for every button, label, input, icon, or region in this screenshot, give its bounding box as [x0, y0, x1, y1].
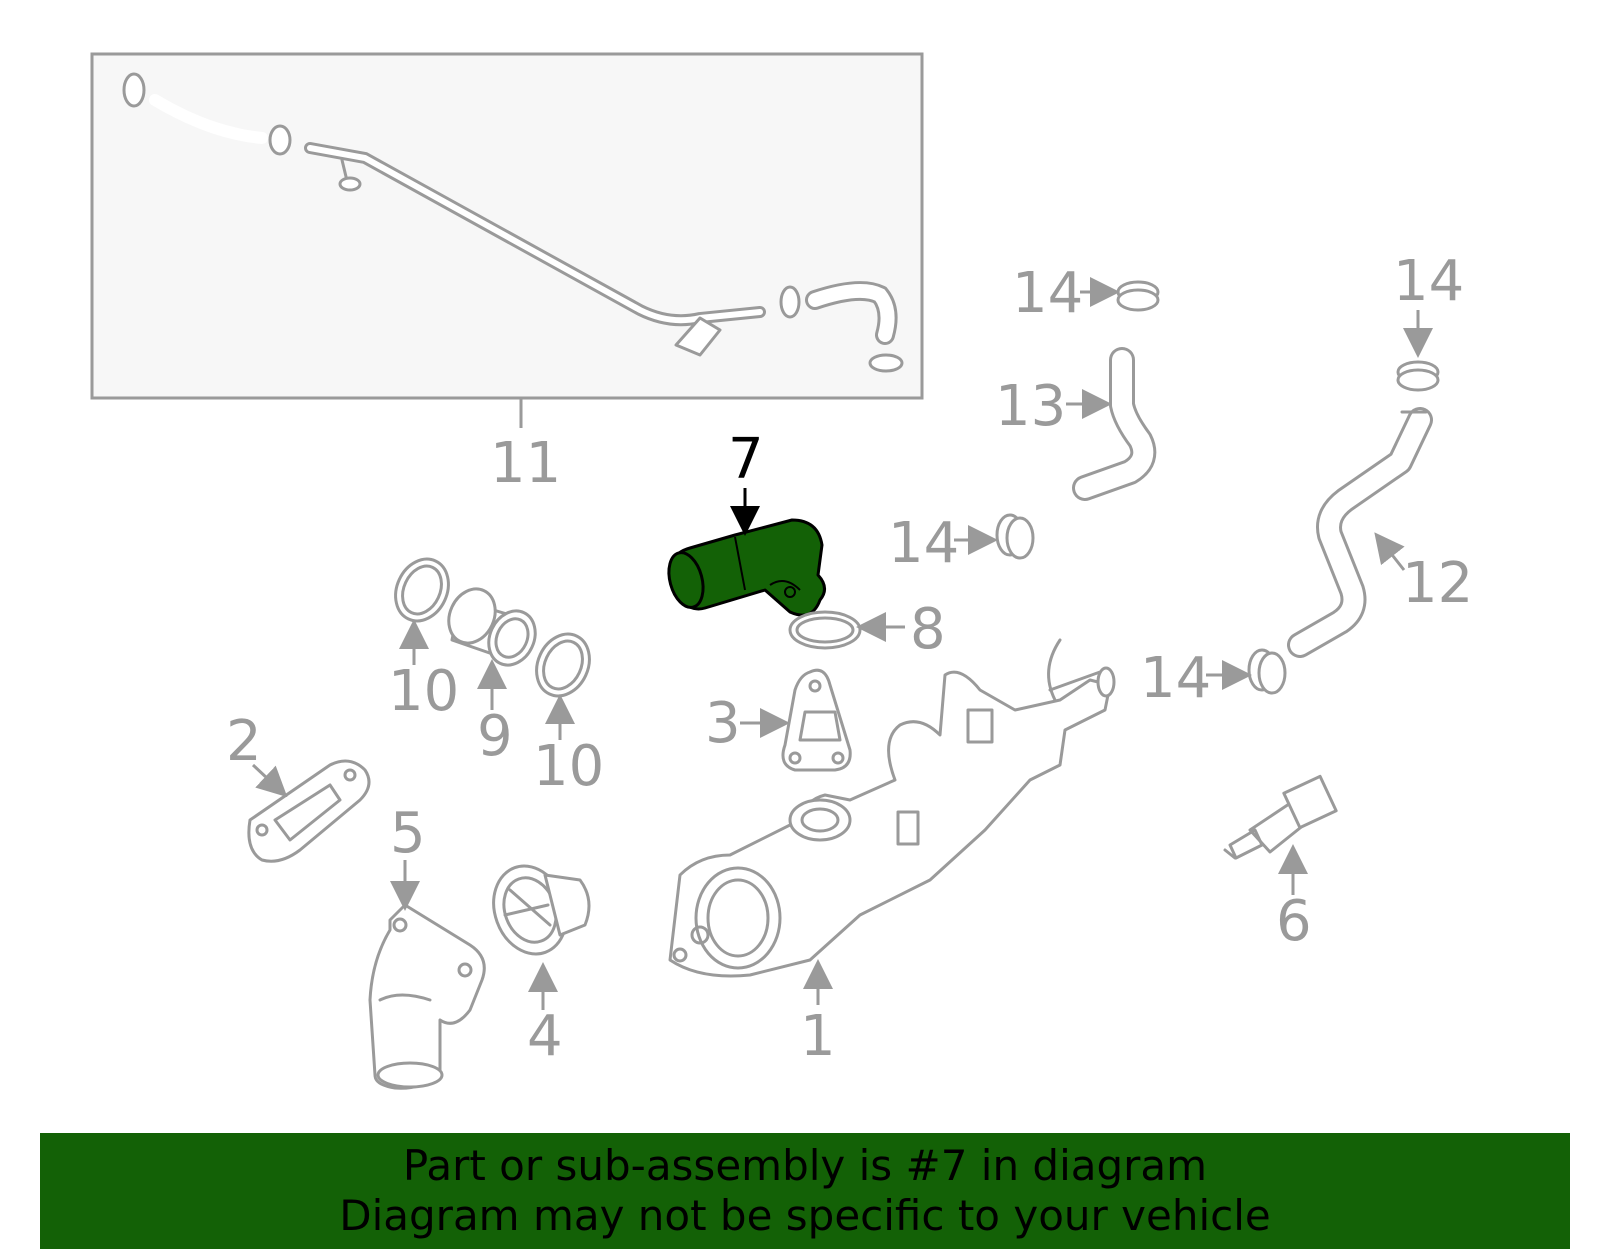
banner-line-part: Part or sub-assembly is #7 in diagram — [402, 1141, 1208, 1190]
part-14-clamp-middle — [995, 513, 1035, 560]
part-14-clamp-top-left — [1116, 280, 1160, 312]
callout-4: 4 — [527, 1004, 563, 1069]
part-13-elbow-hose — [1072, 347, 1157, 501]
part-10-o-ring-left — [394, 557, 450, 623]
callout-9: 9 — [477, 704, 513, 769]
callout-13: 13 — [995, 374, 1066, 439]
part-10-o-ring-right — [535, 632, 591, 698]
info-banner: Part or sub-assembly is #7 in diagram Di… — [40, 1133, 1570, 1249]
part-7-water-outlet-highlighted[interactable] — [663, 518, 826, 617]
part-4-thermostat — [492, 864, 591, 956]
callout-1: 1 — [800, 1004, 836, 1069]
callout-7[interactable]: 7 — [728, 427, 764, 492]
callout-14-top-left: 14 — [1012, 261, 1083, 326]
callout-14-top-right: 14 — [1393, 249, 1464, 314]
part-3-gasket — [781, 668, 852, 772]
part-1-water-housing — [668, 638, 1116, 978]
part-11-pipe-assembly — [90, 52, 924, 400]
callout-14-middle: 14 — [888, 511, 959, 576]
part-14-clamp-top-right — [1396, 360, 1440, 392]
callout-8: 8 — [910, 597, 946, 662]
part-12-hose-pipe — [1287, 407, 1433, 658]
callout-2: 2 — [226, 709, 262, 774]
callout-6: 6 — [1276, 889, 1312, 954]
callout-3: 3 — [705, 691, 741, 756]
part-5-thermostat-housing — [368, 903, 486, 1090]
callout-5: 5 — [390, 801, 426, 866]
callout-10-right: 10 — [533, 734, 604, 799]
part-8-gasket — [788, 610, 862, 650]
part-6-temperature-sensor — [1223, 774, 1338, 860]
part-14-clamp-lower — [1247, 648, 1287, 695]
part-2-gasket — [247, 759, 371, 863]
callout-12: 12 — [1402, 551, 1473, 616]
banner-line-disclaimer: Diagram may not be specific to your vehi… — [339, 1191, 1271, 1240]
callout-10-left: 10 — [388, 659, 459, 724]
part-9-connector-pipe — [447, 587, 537, 667]
callout-14-lower: 14 — [1140, 646, 1211, 711]
callout-11: 11 — [490, 431, 561, 496]
